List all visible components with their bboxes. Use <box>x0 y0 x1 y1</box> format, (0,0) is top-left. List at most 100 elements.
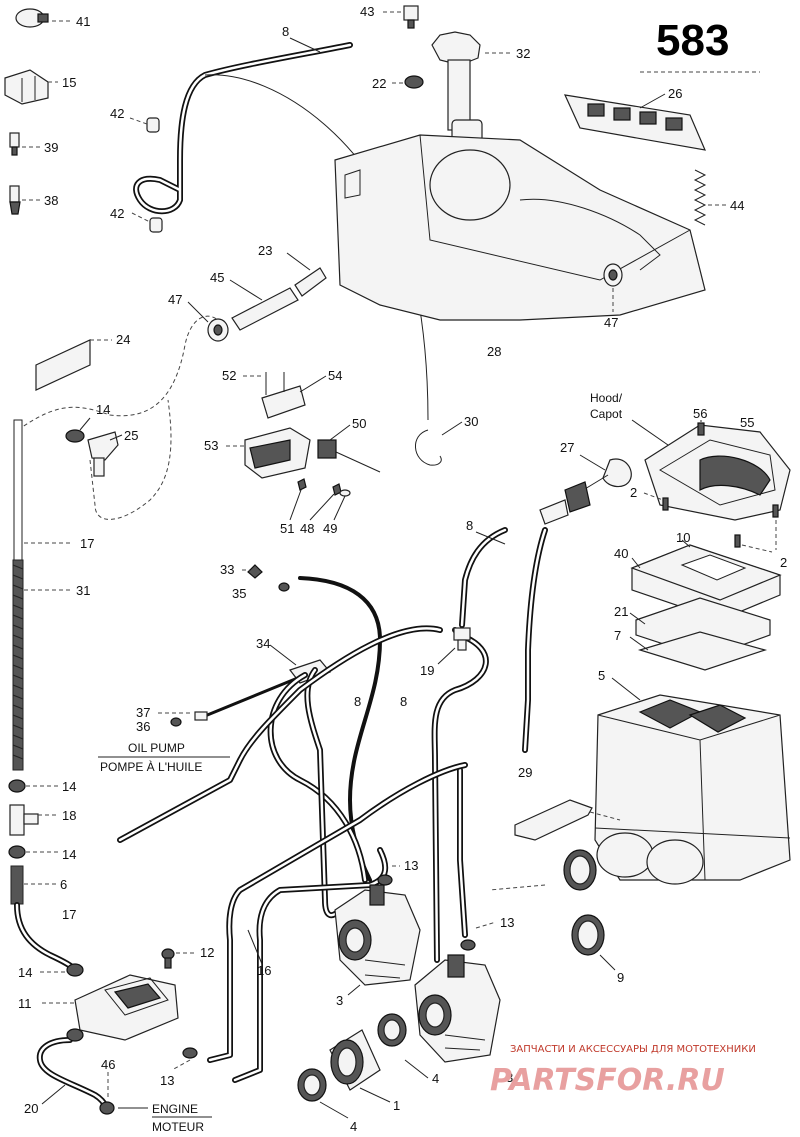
bracket-29 <box>514 799 593 841</box>
hood-55 <box>644 424 791 521</box>
pin-56 <box>697 422 705 436</box>
callout-54: 54 <box>328 368 342 383</box>
callout-13-pump: 13 <box>160 1073 174 1088</box>
callout-19: 19 <box>420 663 434 678</box>
fitting-37 <box>194 711 208 721</box>
grommet-22 <box>404 75 424 89</box>
callout-8-top: 8 <box>282 24 289 39</box>
callout-39: 39 <box>44 140 58 155</box>
diagram-number: 583 <box>656 16 729 65</box>
callout-35: 35 <box>232 586 246 601</box>
callout-13-mid: 13 <box>500 915 514 930</box>
callout-51: 51 <box>280 521 294 536</box>
clamp-14-low <box>8 845 26 859</box>
callout-14-low: 14 <box>62 847 76 862</box>
callout-31: 31 <box>76 583 90 598</box>
plate-7 <box>637 631 768 671</box>
callout-41: 41 <box>76 14 90 29</box>
spring-44 <box>693 169 707 226</box>
spring-guard-31 <box>12 559 24 771</box>
caption-hood-en: Hood/ <box>590 391 623 405</box>
callout-15: 15 <box>62 75 76 90</box>
washer-36 <box>170 717 182 727</box>
callout-5: 5 <box>598 668 605 683</box>
screw-51 <box>297 478 307 491</box>
callout-33: 33 <box>220 562 234 577</box>
callout-7: 7 <box>614 628 621 643</box>
callout-16: 16 <box>257 963 271 978</box>
callout-11: 11 <box>18 996 32 1011</box>
callout-13-upper: 13 <box>404 858 418 873</box>
callout-48: 48 <box>300 521 314 536</box>
strap-26 <box>563 94 706 151</box>
clip-30 <box>415 429 442 466</box>
callout-50: 50 <box>352 416 366 431</box>
clamp-13-pump <box>182 1047 198 1059</box>
caption-oil-pump-fr: POMPE À L'HUILE <box>100 759 202 774</box>
callout-9: 9 <box>617 970 624 985</box>
callout-8-bundle-left: 8 <box>354 694 361 709</box>
washer-49 <box>339 489 351 497</box>
clamp-14-mid <box>8 779 26 793</box>
switch-assembly-53 <box>244 372 311 479</box>
callout-8-choke: 8 <box>466 518 473 533</box>
callout-27: 27 <box>560 440 574 455</box>
callout-4-lower: 4 <box>350 1119 357 1134</box>
terminal-39 <box>9 132 20 156</box>
sensor-50 <box>317 439 381 473</box>
caption-engine-en: ENGINE <box>152 1102 198 1116</box>
callout-21: 21 <box>614 604 628 619</box>
callout-38: 38 <box>44 193 58 208</box>
airbox-5 <box>594 694 791 885</box>
nut-13-mid <box>460 939 476 951</box>
caption-engine-fr: MOTEUR <box>152 1120 204 1134</box>
callout-14-mid: 14 <box>62 779 76 794</box>
filter-6 <box>10 865 24 905</box>
callout-47-left: 47 <box>168 292 182 307</box>
callout-10: 10 <box>676 530 690 545</box>
clamp-41 <box>15 8 49 28</box>
carburetor-left-3 <box>334 884 421 986</box>
fuel-pump-11 <box>74 974 179 1041</box>
carburetor-right-3 <box>414 954 501 1063</box>
fuel-hose-17 <box>13 419 23 561</box>
adaptor-1 <box>329 1029 381 1091</box>
callout-3-right: 3 <box>506 1070 513 1085</box>
callout-42-bottom: 42 <box>110 206 124 221</box>
callout-25: 25 <box>124 428 138 443</box>
screw-2-right <box>734 504 779 548</box>
clamp-9 <box>571 914 605 956</box>
screw-2-left <box>662 497 669 511</box>
callout-32: 32 <box>516 46 530 61</box>
callout-3-left: 3 <box>336 993 343 1008</box>
watermark-tagline: ЗАПЧАСТИ И АКСЕССУАРЫ ДЛЯ МОТОТЕХНИКИ <box>510 1044 756 1055</box>
grommet-47-right <box>603 263 623 287</box>
nut-13-upper <box>377 874 393 886</box>
clamp-14-top <box>65 429 85 443</box>
sleeve-42-bottom <box>149 217 163 233</box>
callout-55: 55 <box>740 415 754 430</box>
callout-2-right: 2 <box>780 555 787 570</box>
decal-24 <box>35 339 91 391</box>
callout-56: 56 <box>693 406 707 421</box>
grommet-47-left <box>207 318 229 342</box>
callout-47-right: 47 <box>604 315 618 330</box>
clamp-4-lower <box>297 1068 327 1102</box>
callout-1: 1 <box>393 1098 400 1113</box>
clamp-46-upper <box>66 1028 84 1042</box>
callout-17-low: 17 <box>62 907 76 922</box>
callout-20: 20 <box>24 1101 38 1116</box>
callout-46: 46 <box>101 1057 115 1072</box>
callout-22: 22 <box>372 76 386 91</box>
callout-2-left: 2 <box>630 485 637 500</box>
callout-24: 24 <box>116 332 130 347</box>
callout-36: 36 <box>136 719 150 734</box>
callout-53: 53 <box>204 438 218 453</box>
screw-12 <box>161 948 175 969</box>
filter-10 <box>680 554 747 581</box>
clamp-14-pump <box>66 963 84 977</box>
tee-fitting-18 <box>9 804 39 836</box>
valve-25 <box>87 431 119 477</box>
callout-44: 44 <box>730 198 744 213</box>
callout-40: 40 <box>614 546 628 561</box>
